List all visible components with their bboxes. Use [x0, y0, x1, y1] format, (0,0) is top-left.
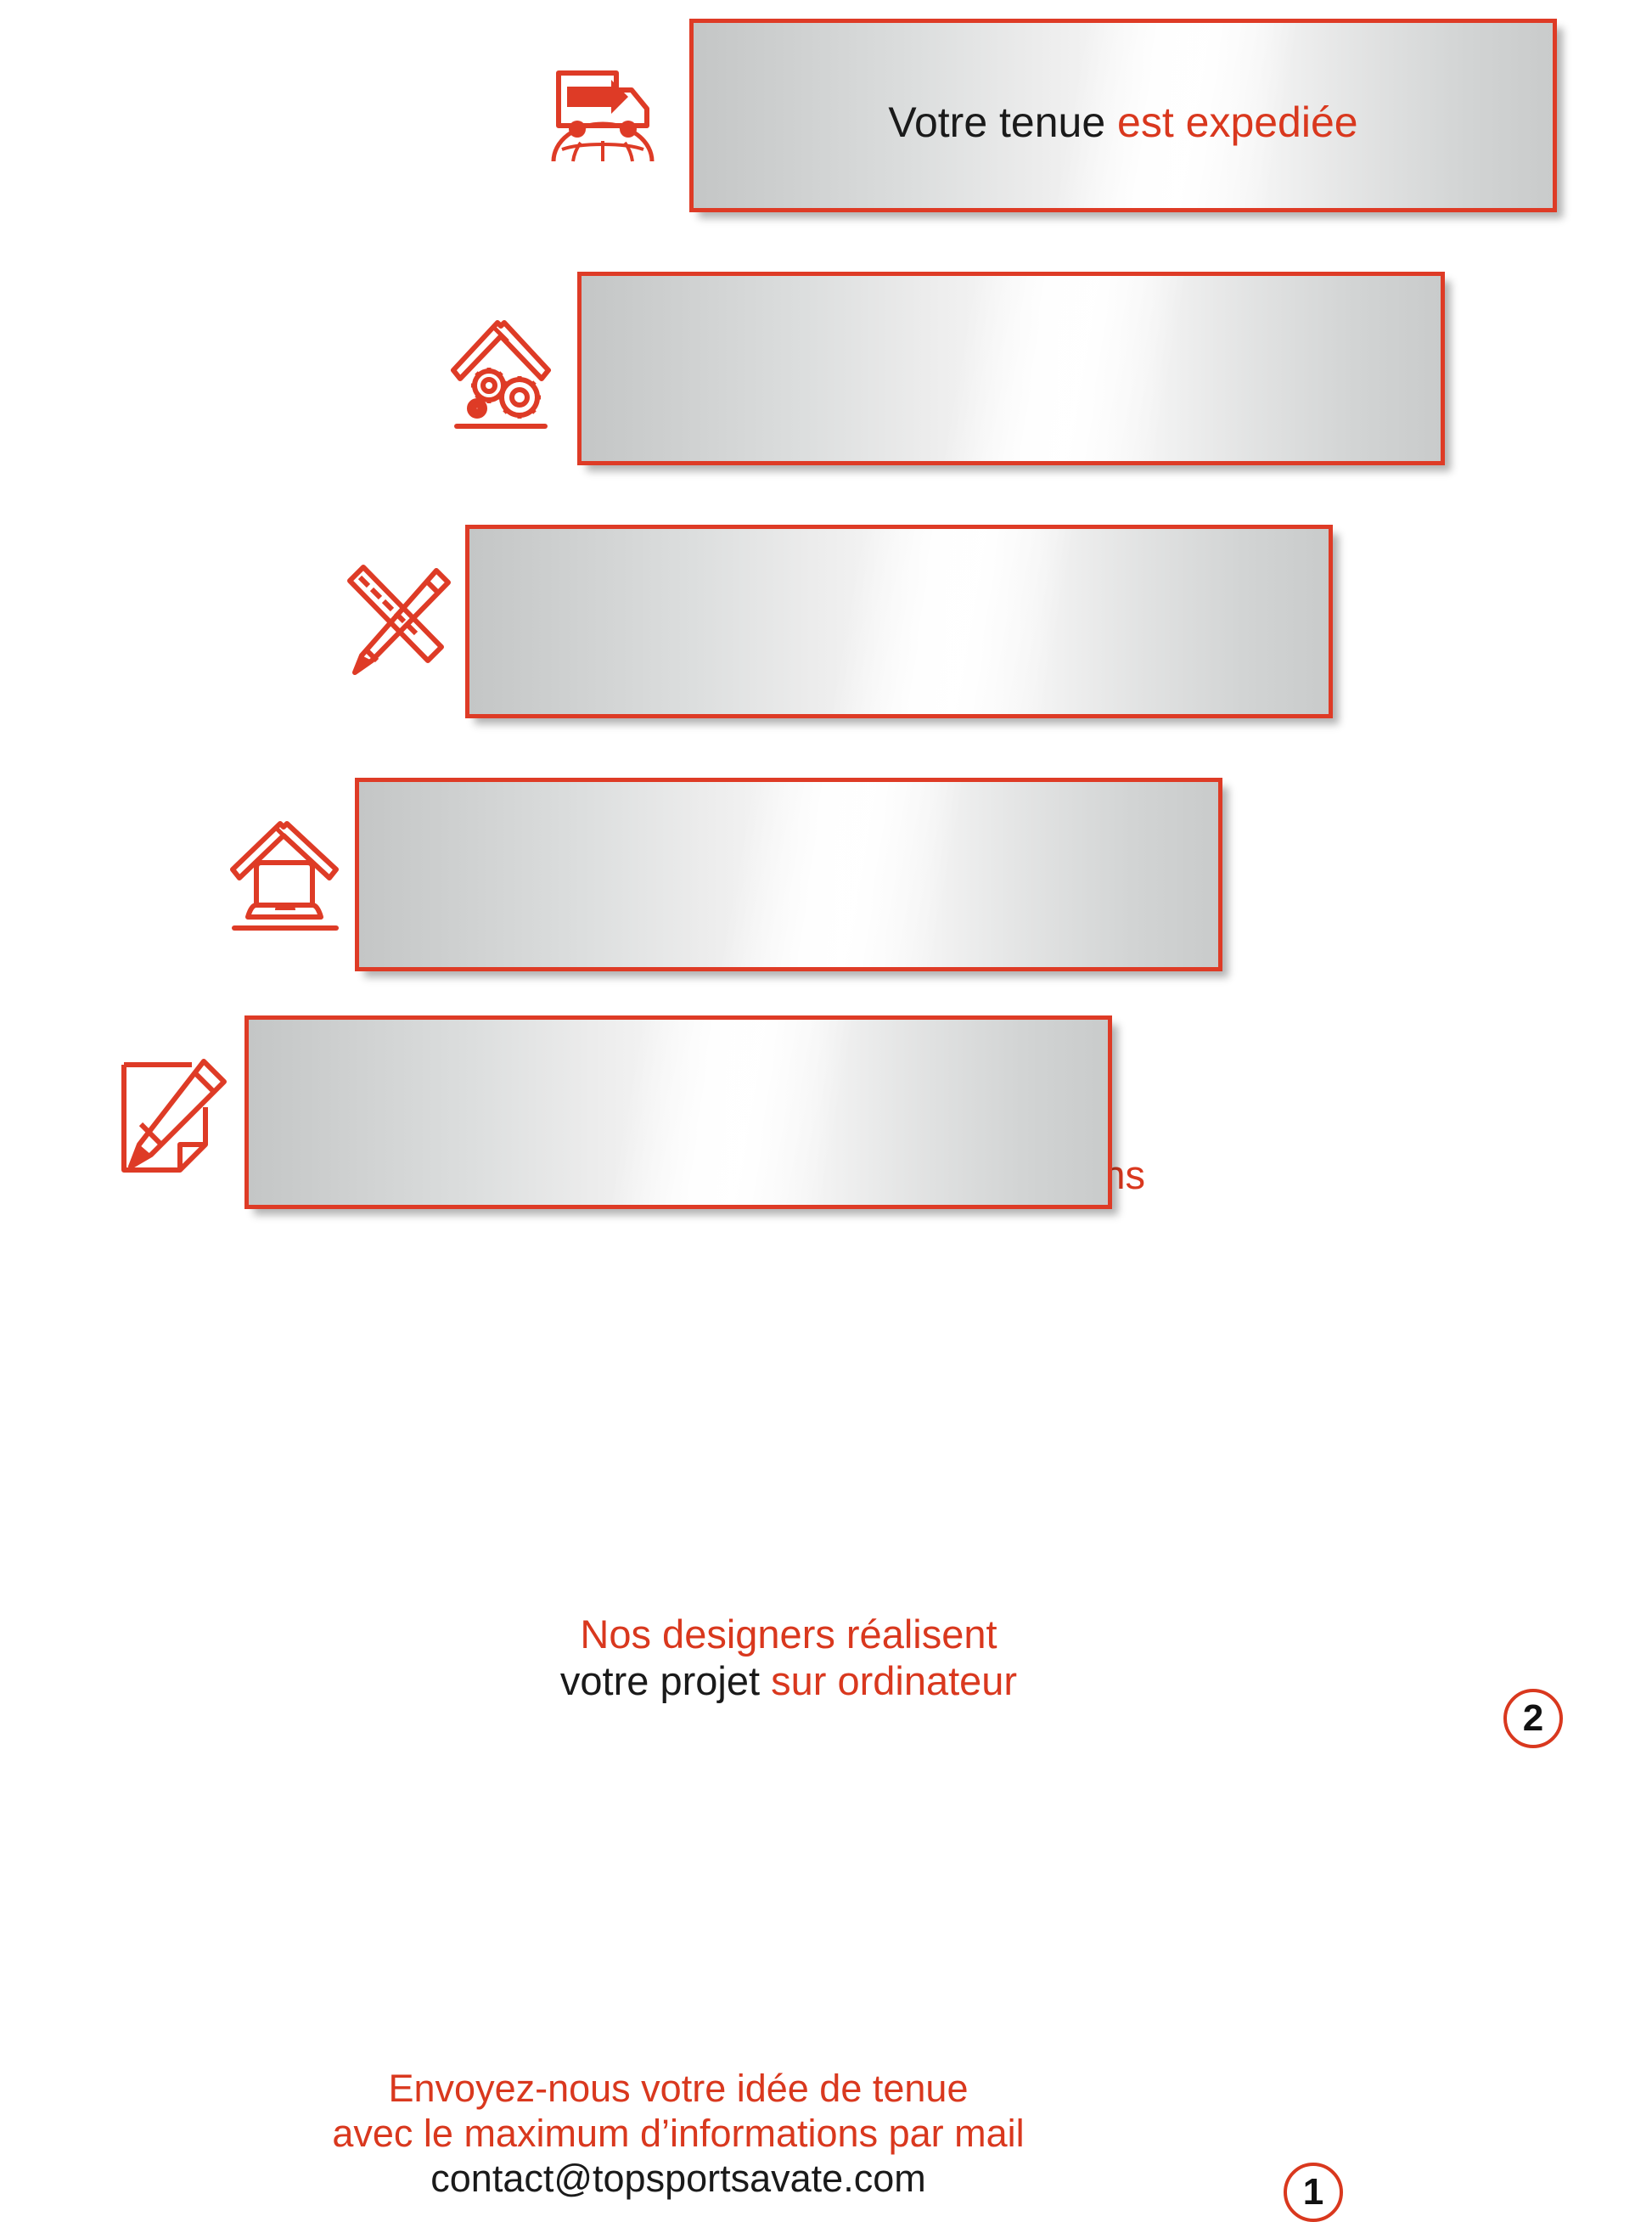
step-text-1: Envoyez-nous votre idée de tenue avec le…	[249, 2066, 1108, 2201]
delivery-truck-globe-icon	[543, 53, 662, 163]
step-text-segment: votre projet	[559, 1658, 772, 1704]
step-number-badge-2: 2	[1503, 1689, 1563, 1748]
step-text-segment: sur ordinateur	[771, 1658, 1018, 1704]
step-bar-3: Validez votre projet ou apportez des cor…	[465, 525, 1333, 1197]
step-email-text: contact@topsportsavate.com	[430, 2157, 926, 2201]
step-bar-1: Envoyez-nous votre idée de tenue avec le…	[244, 1015, 1343, 2222]
process-infographic: Votre tenue est expediée 5 TO	[110, 19, 1563, 2222]
step-text-segment: Votre tenue	[888, 98, 1118, 146]
step-text-2: Nos designers réalisent votre projet sur…	[359, 1611, 1218, 1705]
step-text-segment: avec le maximum d’informations par mail	[332, 2112, 1025, 2156]
step-text-5: Votre tenue est expediée	[694, 98, 1553, 148]
document-pencil-icon	[110, 1049, 238, 1185]
step-text-segment: Nos designers réalisent	[580, 1612, 997, 1657]
roof-gears-icon	[441, 297, 560, 433]
pencil-ruler-icon	[329, 552, 457, 688]
roof-laptop-icon	[222, 805, 350, 941]
step-text-segment: est expediée	[1117, 98, 1358, 146]
step-text-segment: Envoyez-nous votre idée de tenue	[388, 2067, 969, 2110]
step-bar-4: TOP SPORT SAVATE lance la confection de …	[577, 272, 1445, 691]
step-number-badge-1: 1	[1284, 2163, 1343, 2222]
step-bar-2: Nos designers réalisent votre projet sur…	[355, 778, 1563, 1748]
step-bar-5: Votre tenue est expediée 5	[689, 19, 1557, 212]
